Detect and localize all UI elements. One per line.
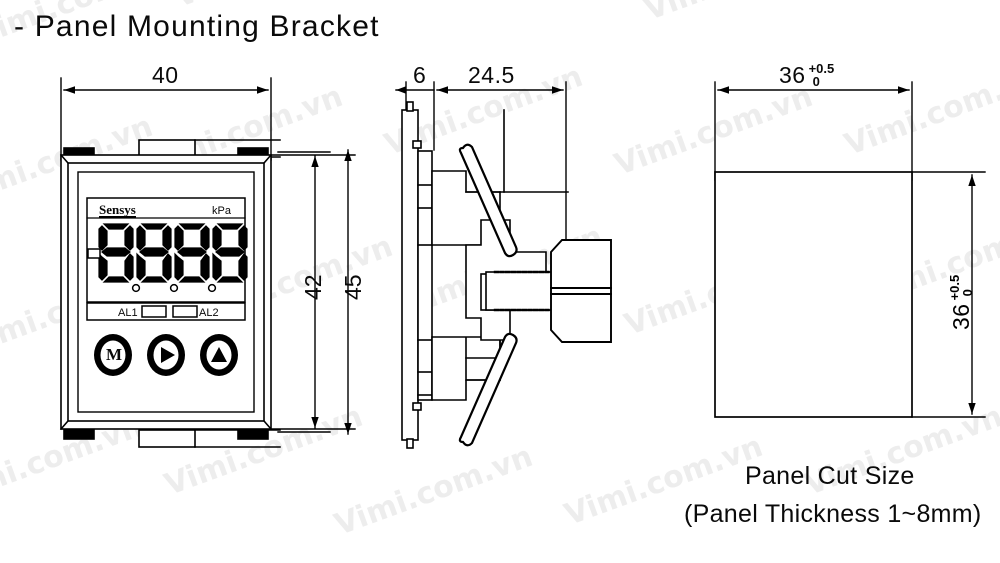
side-panel-slab (412, 140, 433, 411)
cutout-width-value: 36 (779, 62, 806, 88)
side-hex-fitting (550, 239, 612, 343)
digit (212, 223, 248, 283)
dimension-42-45 (270, 149, 356, 435)
tolerance-lower: 0 (959, 289, 975, 297)
side-bezel-plate (401, 101, 419, 449)
button-group (94, 334, 238, 376)
tolerance-upper: +0.5 (808, 60, 835, 76)
tolerance-lower: 0 (812, 73, 820, 89)
side-thread-boss (480, 270, 562, 312)
side-view (401, 101, 612, 449)
dimension-label-width-40: 40 (152, 62, 179, 88)
dimension-cutout-height (968, 174, 976, 415)
decimal-points (131, 283, 217, 293)
mode-button (94, 334, 132, 376)
panel-cut-view (714, 81, 986, 418)
mode-button-label[interactable]: M (106, 345, 123, 364)
cutout-height-value: 36 (948, 303, 974, 330)
dimension-label-bezel-6: 6 (413, 62, 427, 88)
digit (136, 223, 172, 283)
dimension-label-depth-24-5: 24.5 (468, 62, 515, 88)
bracket-clip-lower (458, 332, 518, 447)
bracket-clip-upper (458, 143, 518, 258)
dimension-cutout-width (714, 81, 913, 181)
minus-indicator (87, 248, 101, 259)
cutout-extension-lines (911, 171, 986, 418)
caption-panel-cut-size: Panel Cut Size (745, 462, 915, 490)
page-title: - Panel Mounting Bracket (14, 10, 380, 43)
caption-panel-thickness: (Panel Thickness 1~8mm) (684, 500, 982, 528)
tolerance-upper: +0.5 (946, 274, 962, 301)
dimension-40 (60, 77, 272, 161)
panel-cut-square (714, 171, 913, 418)
device-brand: Sensys (99, 202, 136, 218)
device-unit: kPa (212, 205, 231, 217)
digit (174, 223, 210, 283)
alarm-label-al2: AL2 (199, 307, 219, 319)
dimension-label-height-42: 42 (300, 274, 326, 300)
digit (98, 223, 134, 283)
up-button (200, 334, 238, 376)
dimension-label-height-45: 45 (340, 274, 366, 300)
alarm-bar (86, 302, 246, 321)
seven-segment-digits (98, 223, 248, 283)
shift-button (147, 334, 185, 376)
alarm-label-al1: AL1 (118, 307, 138, 319)
